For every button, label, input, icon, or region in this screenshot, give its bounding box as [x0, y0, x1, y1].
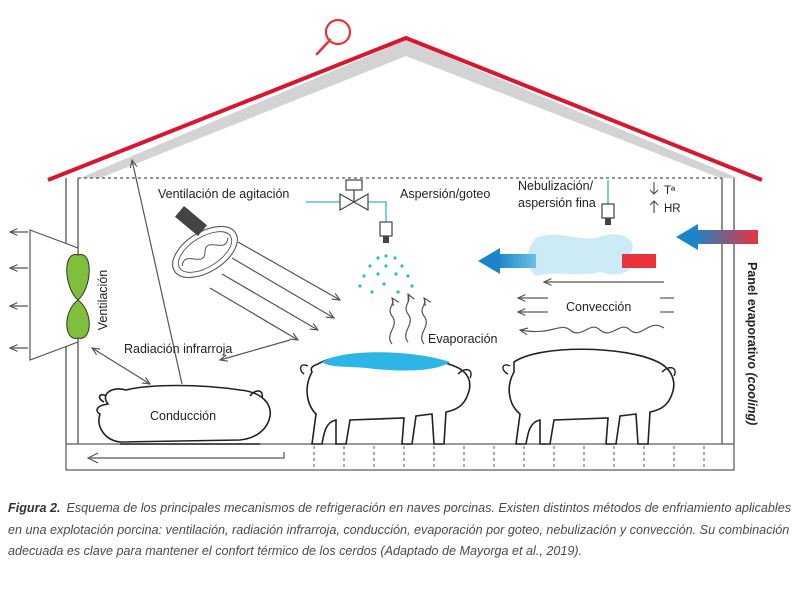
temp-down-icon [649, 182, 659, 195]
conveccion-label: Convección [566, 300, 631, 314]
aspersion-label: Aspersión/goteo [400, 187, 490, 201]
floor [65, 443, 735, 471]
evaporacion-label: Evaporación [428, 332, 498, 346]
hr-up-icon [649, 200, 659, 213]
sprinkler-valve [306, 179, 393, 243]
radiation-arrows [92, 160, 291, 384]
agitation-fan [172, 205, 238, 279]
nebulizacion-label-1: Nebulización/ [518, 179, 594, 193]
cooling-diagram: Ventilación Radiación infrarroja Ventila… [0, 18, 763, 471]
ventilacion-label: Ventilación [96, 270, 110, 331]
ventilation-fan [29, 229, 90, 361]
mist-cloud [527, 234, 656, 276]
panel-inflow-arrow [676, 224, 758, 250]
pig-wet [299, 352, 472, 445]
hr-label: HR [664, 203, 681, 215]
conduccion-label: Conducción [150, 409, 216, 423]
agitation-arrows [209, 241, 340, 340]
convection-arrows [518, 282, 674, 333]
search-icon [315, 18, 352, 56]
water-drops [358, 254, 414, 294]
figure-number: Figura 2. [8, 501, 61, 515]
nebulizacion-label-2: aspersión fina [518, 196, 596, 210]
ventilacion-agitacion-label: Ventilación de agitación [158, 187, 289, 201]
panel-label: Panel evaporativo (cooling) [745, 262, 759, 425]
radiacion-label: Radiación infrarroja [124, 342, 232, 356]
pig-lying [96, 384, 271, 445]
nebulization-nozzle [601, 180, 615, 225]
evaporation-arrows [389, 294, 427, 345]
figure-caption: Figura 2.Esquema de los principales meca… [8, 498, 794, 563]
pig-standing [502, 348, 676, 445]
caption-text: Esquema de los principales mecanismos de… [8, 501, 792, 558]
cool-air-out-arrow [478, 248, 536, 274]
ventilation-arrows [10, 232, 28, 348]
roof [47, 36, 763, 182]
temp-label: Tª [664, 185, 676, 197]
